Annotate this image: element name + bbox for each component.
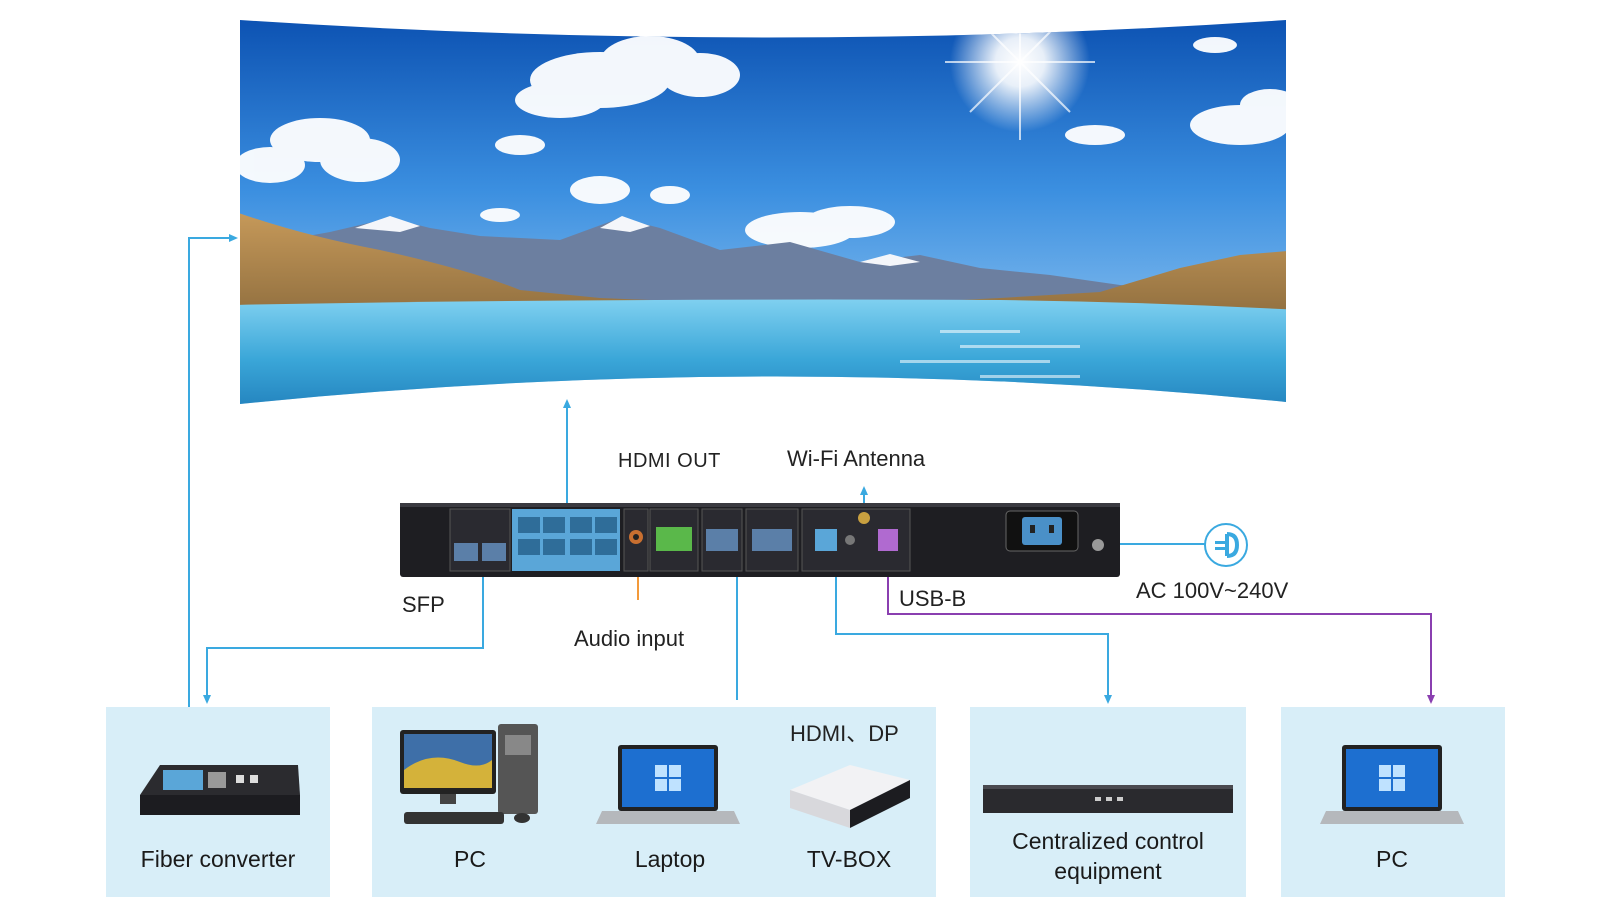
fiber-converter-icon <box>140 765 300 815</box>
ethernet-ports <box>512 509 620 571</box>
audio-input-label: Audio input <box>574 626 685 651</box>
controller-rear-panel <box>400 503 1120 577</box>
lan-wifi-usb-block <box>801 508 911 572</box>
sfp-label: SFP <box>402 592 445 617</box>
desktop-pc-icon <box>400 724 538 824</box>
hdmi-out-label: HDMI OUT <box>618 450 721 472</box>
pc-usb-caption: PC <box>1376 846 1408 872</box>
wifi-antenna-label: Wi-Fi Antenna <box>787 446 926 471</box>
lan-line <box>835 565 1112 704</box>
audio-jack <box>623 508 649 572</box>
usb-line <box>887 565 1435 704</box>
rack-unit-icon <box>983 785 1233 813</box>
tv-box-icon <box>790 765 910 828</box>
usb-b-label: USB-B <box>899 586 967 611</box>
power-socket <box>1005 510 1104 552</box>
laptop-caption: Laptop <box>634 846 706 872</box>
power-plug-icon <box>1204 523 1248 567</box>
hdmi-dp-label: HDMI、DP <box>790 721 899 746</box>
hdmi-in-port <box>701 508 743 572</box>
sfp-ports <box>449 508 511 572</box>
centralized-control-caption: Centralized control equipment <box>1012 828 1204 884</box>
pc-desktop-caption: PC <box>454 846 486 872</box>
fiber-to-screen-line <box>188 234 238 770</box>
laptop-icon <box>596 745 740 824</box>
power-label: AC 100V~240V <box>1136 578 1289 603</box>
dp-in-port <box>745 508 799 572</box>
tv-box-caption: TV-BOX <box>806 846 892 872</box>
hdmi-out-port <box>649 508 699 572</box>
sfp-line <box>203 567 484 704</box>
pc-laptop-icon <box>1320 745 1464 824</box>
fiber-converter-caption: Fiber converter <box>140 846 296 872</box>
